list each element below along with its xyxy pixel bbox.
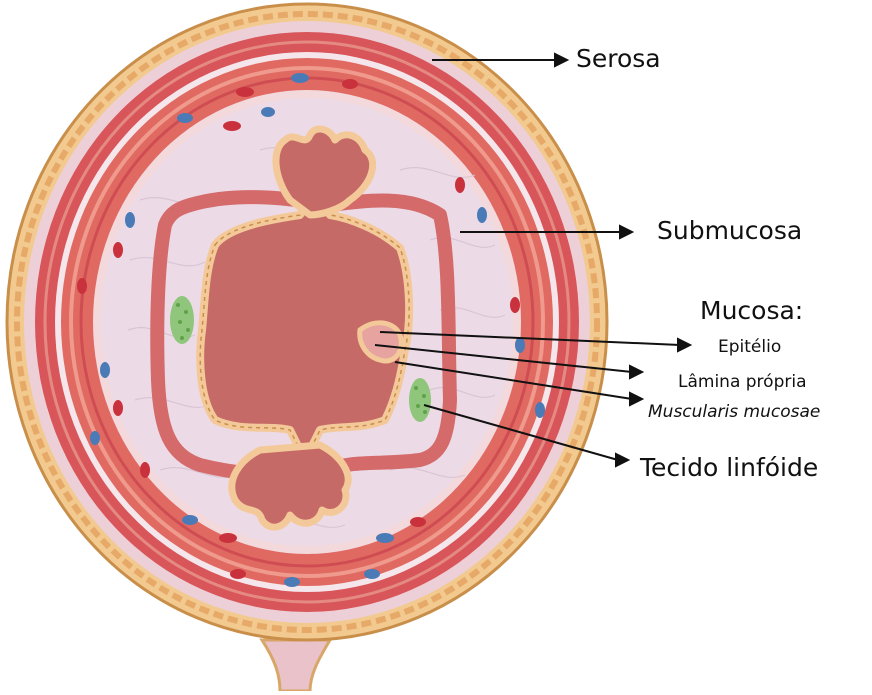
label-epitelio: Epitélio <box>718 339 781 356</box>
label-serosa: Serosa <box>576 46 661 71</box>
label-tecido-linfoide: Tecido linfóide <box>640 455 818 480</box>
label-mucosa: Mucosa: <box>700 298 803 323</box>
label-lamina-propria: Lâmina própria <box>678 374 807 391</box>
label-muscularis-mucosae: Muscularis mucosae <box>648 404 820 421</box>
label-submucosa: Submucosa <box>657 218 802 243</box>
mesentery <box>262 640 330 691</box>
